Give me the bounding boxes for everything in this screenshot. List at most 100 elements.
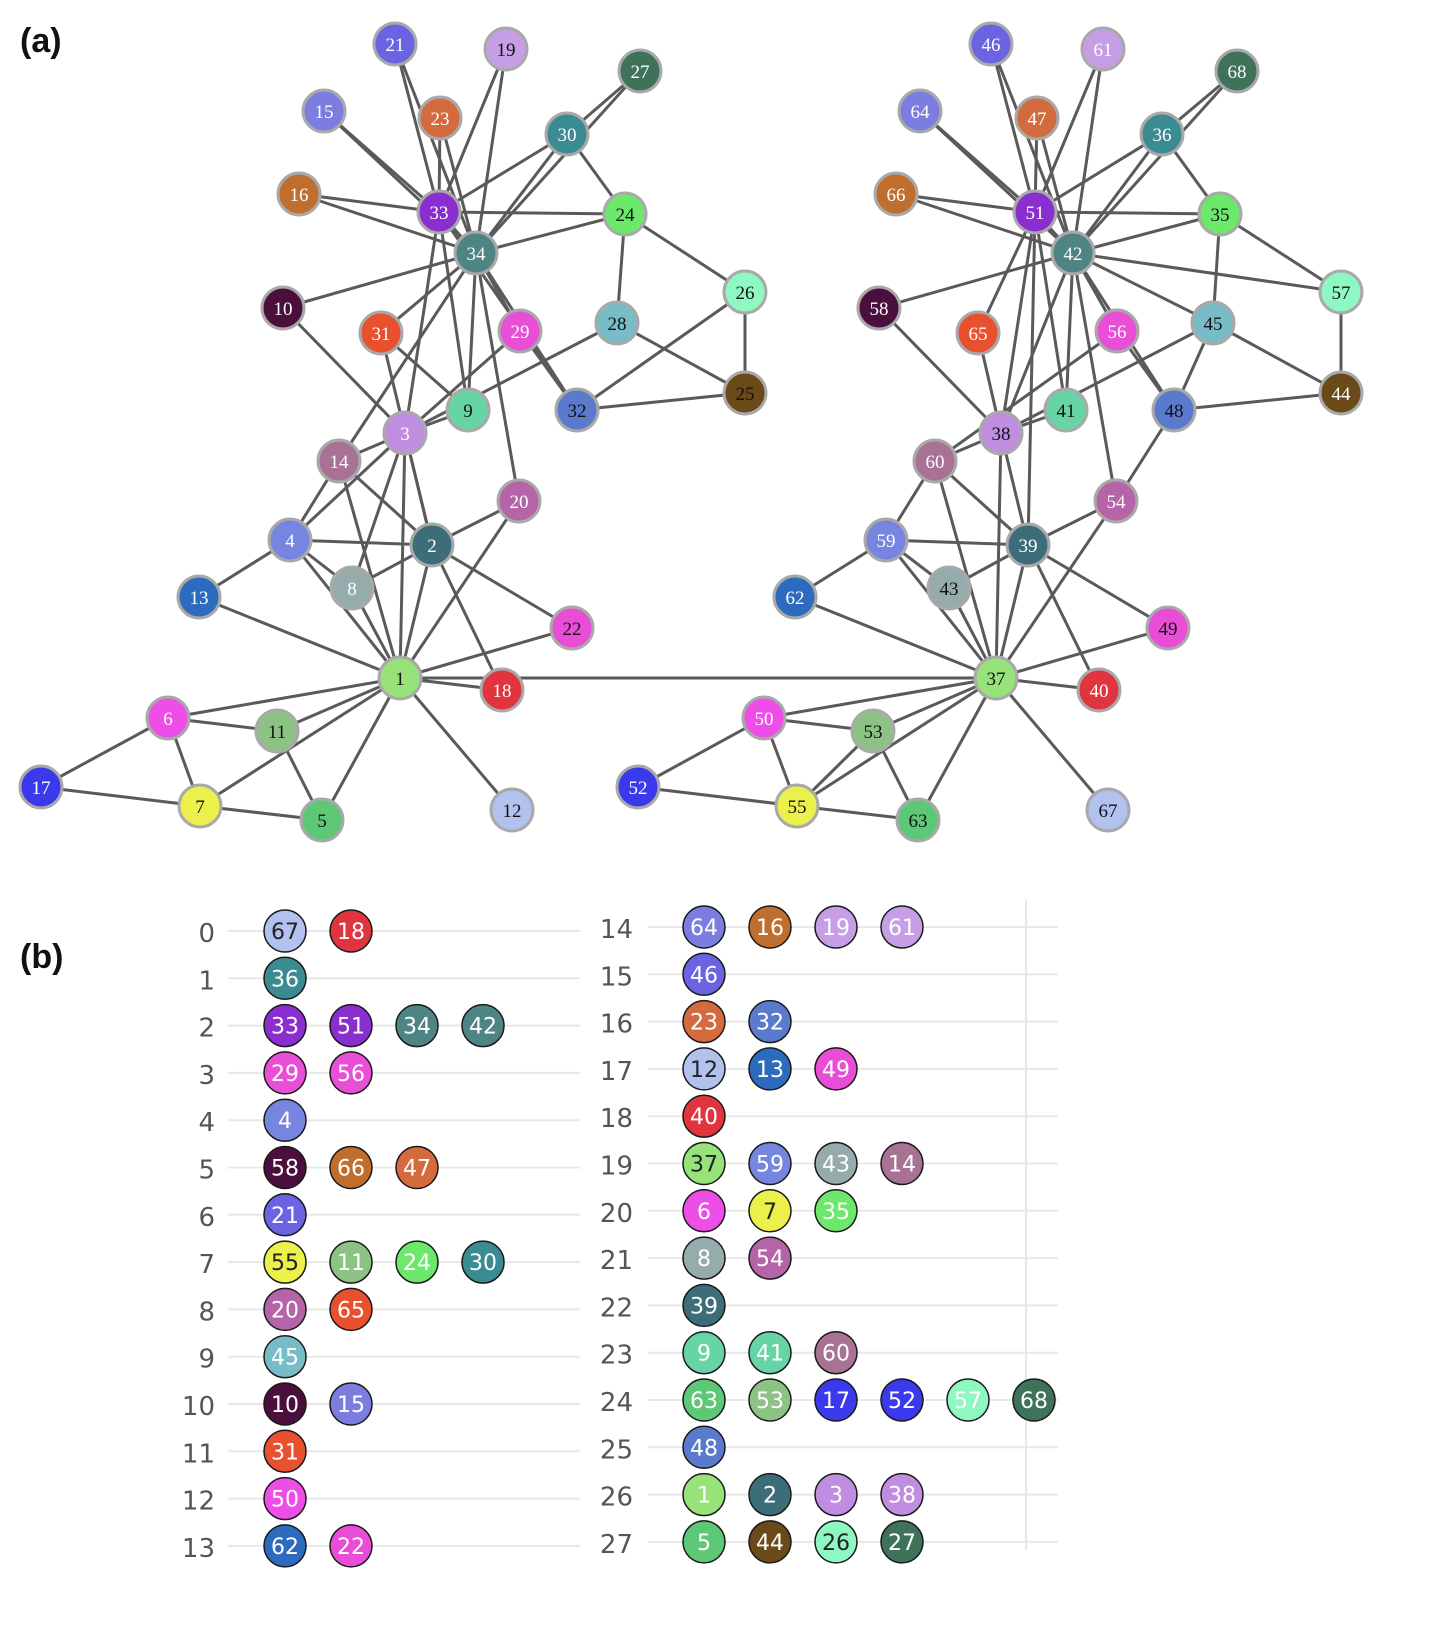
graph-node-49: 49 <box>1145 605 1191 651</box>
layer-node-label: 40 <box>690 1105 718 1130</box>
graph-edge-42-66 <box>895 192 1074 255</box>
layer-label-22: 22 <box>600 1293 633 1323</box>
graph-node-27: 27 <box>617 48 663 94</box>
layer-node-43: 43 <box>814 1141 858 1186</box>
graph-edge-1-3 <box>398 432 407 679</box>
layer-node-circle <box>329 1240 373 1284</box>
layer-gridlines: 0123456789101112131415161718192021222324… <box>182 900 1058 1564</box>
graph-node-circle <box>1080 26 1126 72</box>
graph-edge-37-38 <box>994 432 1003 679</box>
layer-node-circle <box>814 1520 858 1564</box>
layer-node-label: 6 <box>697 1200 711 1225</box>
graph-node-circle <box>416 189 462 235</box>
graph-node-label: 16 <box>290 185 309 206</box>
graph-edge-30-34 <box>474 133 569 254</box>
layer-node-22: 22 <box>329 1524 373 1568</box>
graph-node-25: 25 <box>722 370 768 416</box>
graph-edge-23-34 <box>438 117 478 254</box>
layer-label-5: 5 <box>198 1156 215 1186</box>
graph-edge-42-58 <box>878 251 1074 310</box>
layer-label-13: 13 <box>182 1534 215 1564</box>
graph-node-circle <box>260 285 306 331</box>
layer-node-66: 66 <box>329 1145 373 1190</box>
layer-node-label: 3 <box>829 1484 843 1509</box>
graph-node-circle <box>1050 230 1096 276</box>
graph-node-20: 20 <box>496 478 542 524</box>
graph-node-label: 23 <box>431 109 450 130</box>
layer-node-26: 26 <box>814 1520 858 1564</box>
graph-edge-1-22 <box>399 626 573 680</box>
graph-node-circle <box>594 300 640 346</box>
layer-node-33: 33 <box>263 1003 307 1048</box>
graph-node-circle <box>895 797 941 843</box>
layer-label-16: 16 <box>600 1010 633 1040</box>
graph-node-15: 15 <box>301 88 347 134</box>
layer-node-circle <box>748 1378 792 1422</box>
graph-node-circle <box>856 285 902 331</box>
layer-node-42: 42 <box>461 1003 505 1048</box>
graph-node-22: 22 <box>549 605 595 651</box>
layer-node-32: 32 <box>748 999 792 1044</box>
layer-node-label: 22 <box>337 1535 365 1560</box>
graph-edge-21-34 <box>393 43 478 254</box>
graph-edge-1-13 <box>198 595 401 680</box>
layer-node-31: 31 <box>263 1429 307 1474</box>
graph-node-label: 24 <box>616 205 636 226</box>
graph-node-label: 60 <box>926 452 945 473</box>
graph-node-label: 40 <box>1090 681 1109 702</box>
layer-node-label: 53 <box>756 1389 784 1414</box>
layer-node-label: 51 <box>337 1015 365 1040</box>
graph-node-circle <box>1014 95 1060 141</box>
graph-edge-42-46 <box>989 43 1075 254</box>
graph-node-23: 23 <box>417 95 463 141</box>
layer-node-circle <box>880 1520 924 1564</box>
layer-node-circle <box>682 1378 726 1422</box>
graph-edge-44-48 <box>1173 391 1342 412</box>
graph-edge-6-17 <box>40 716 169 789</box>
graph-node-circle <box>417 95 463 141</box>
layer-node-50: 50 <box>263 1476 307 1521</box>
layer-node-circle <box>329 1003 373 1048</box>
layer-node-circle <box>682 1472 726 1517</box>
layer-node-34: 34 <box>395 1003 439 1048</box>
graph-node-circle <box>1145 605 1191 651</box>
layer-node-label: 62 <box>271 1535 299 1560</box>
layer-node-label: 18 <box>337 920 365 945</box>
graph-node-11: 11 <box>254 708 300 754</box>
graph-node-circle <box>873 171 919 217</box>
layer-node-label: 46 <box>690 963 718 988</box>
layer-node-label: 54 <box>756 1247 784 1272</box>
layer-node-36: 36 <box>263 956 307 1001</box>
graph-node-label: 36 <box>1153 125 1172 146</box>
layer-node-circle <box>329 1382 373 1426</box>
layer-node-circle <box>682 1425 726 1470</box>
layer-node-label: 67 <box>271 920 299 945</box>
graph-edge-3-28 <box>404 321 618 435</box>
graph-edge-38-58 <box>877 306 1003 435</box>
graph-node-label: 53 <box>864 722 883 743</box>
graph-node-label: 45 <box>1204 314 1223 335</box>
graph-node-30: 30 <box>544 111 590 157</box>
graph-edge-39-59 <box>885 538 1029 547</box>
network-graph: 1234567891011121314151617181920212223242… <box>18 21 1364 843</box>
layer-node-label: 43 <box>822 1153 850 1178</box>
graph-node-35: 35 <box>1197 191 1243 237</box>
layer-node-53: 53 <box>748 1378 792 1422</box>
layer-node-label: 15 <box>337 1393 365 1418</box>
layer-node-label: 64 <box>690 916 718 941</box>
layer-node-7: 7 <box>748 1189 792 1233</box>
graph-edge-42-57 <box>1072 251 1342 294</box>
layer-node-label: 50 <box>271 1488 299 1513</box>
layer-node-circle <box>748 1330 792 1375</box>
layer-node-29: 29 <box>263 1051 307 1095</box>
layer-label-3: 3 <box>198 1061 215 1091</box>
graph-node-label: 22 <box>563 619 582 640</box>
graph-edge-38-51 <box>999 211 1037 434</box>
graph-edge-3-33 <box>403 211 441 434</box>
graph-node-label: 29 <box>511 322 530 343</box>
layer-label-24: 24 <box>600 1388 633 1418</box>
layer-node-circle <box>748 1047 792 1091</box>
layer-label-19: 19 <box>600 1152 633 1182</box>
graph-node-50: 50 <box>741 695 787 741</box>
layer-node-circle <box>682 1047 726 1091</box>
